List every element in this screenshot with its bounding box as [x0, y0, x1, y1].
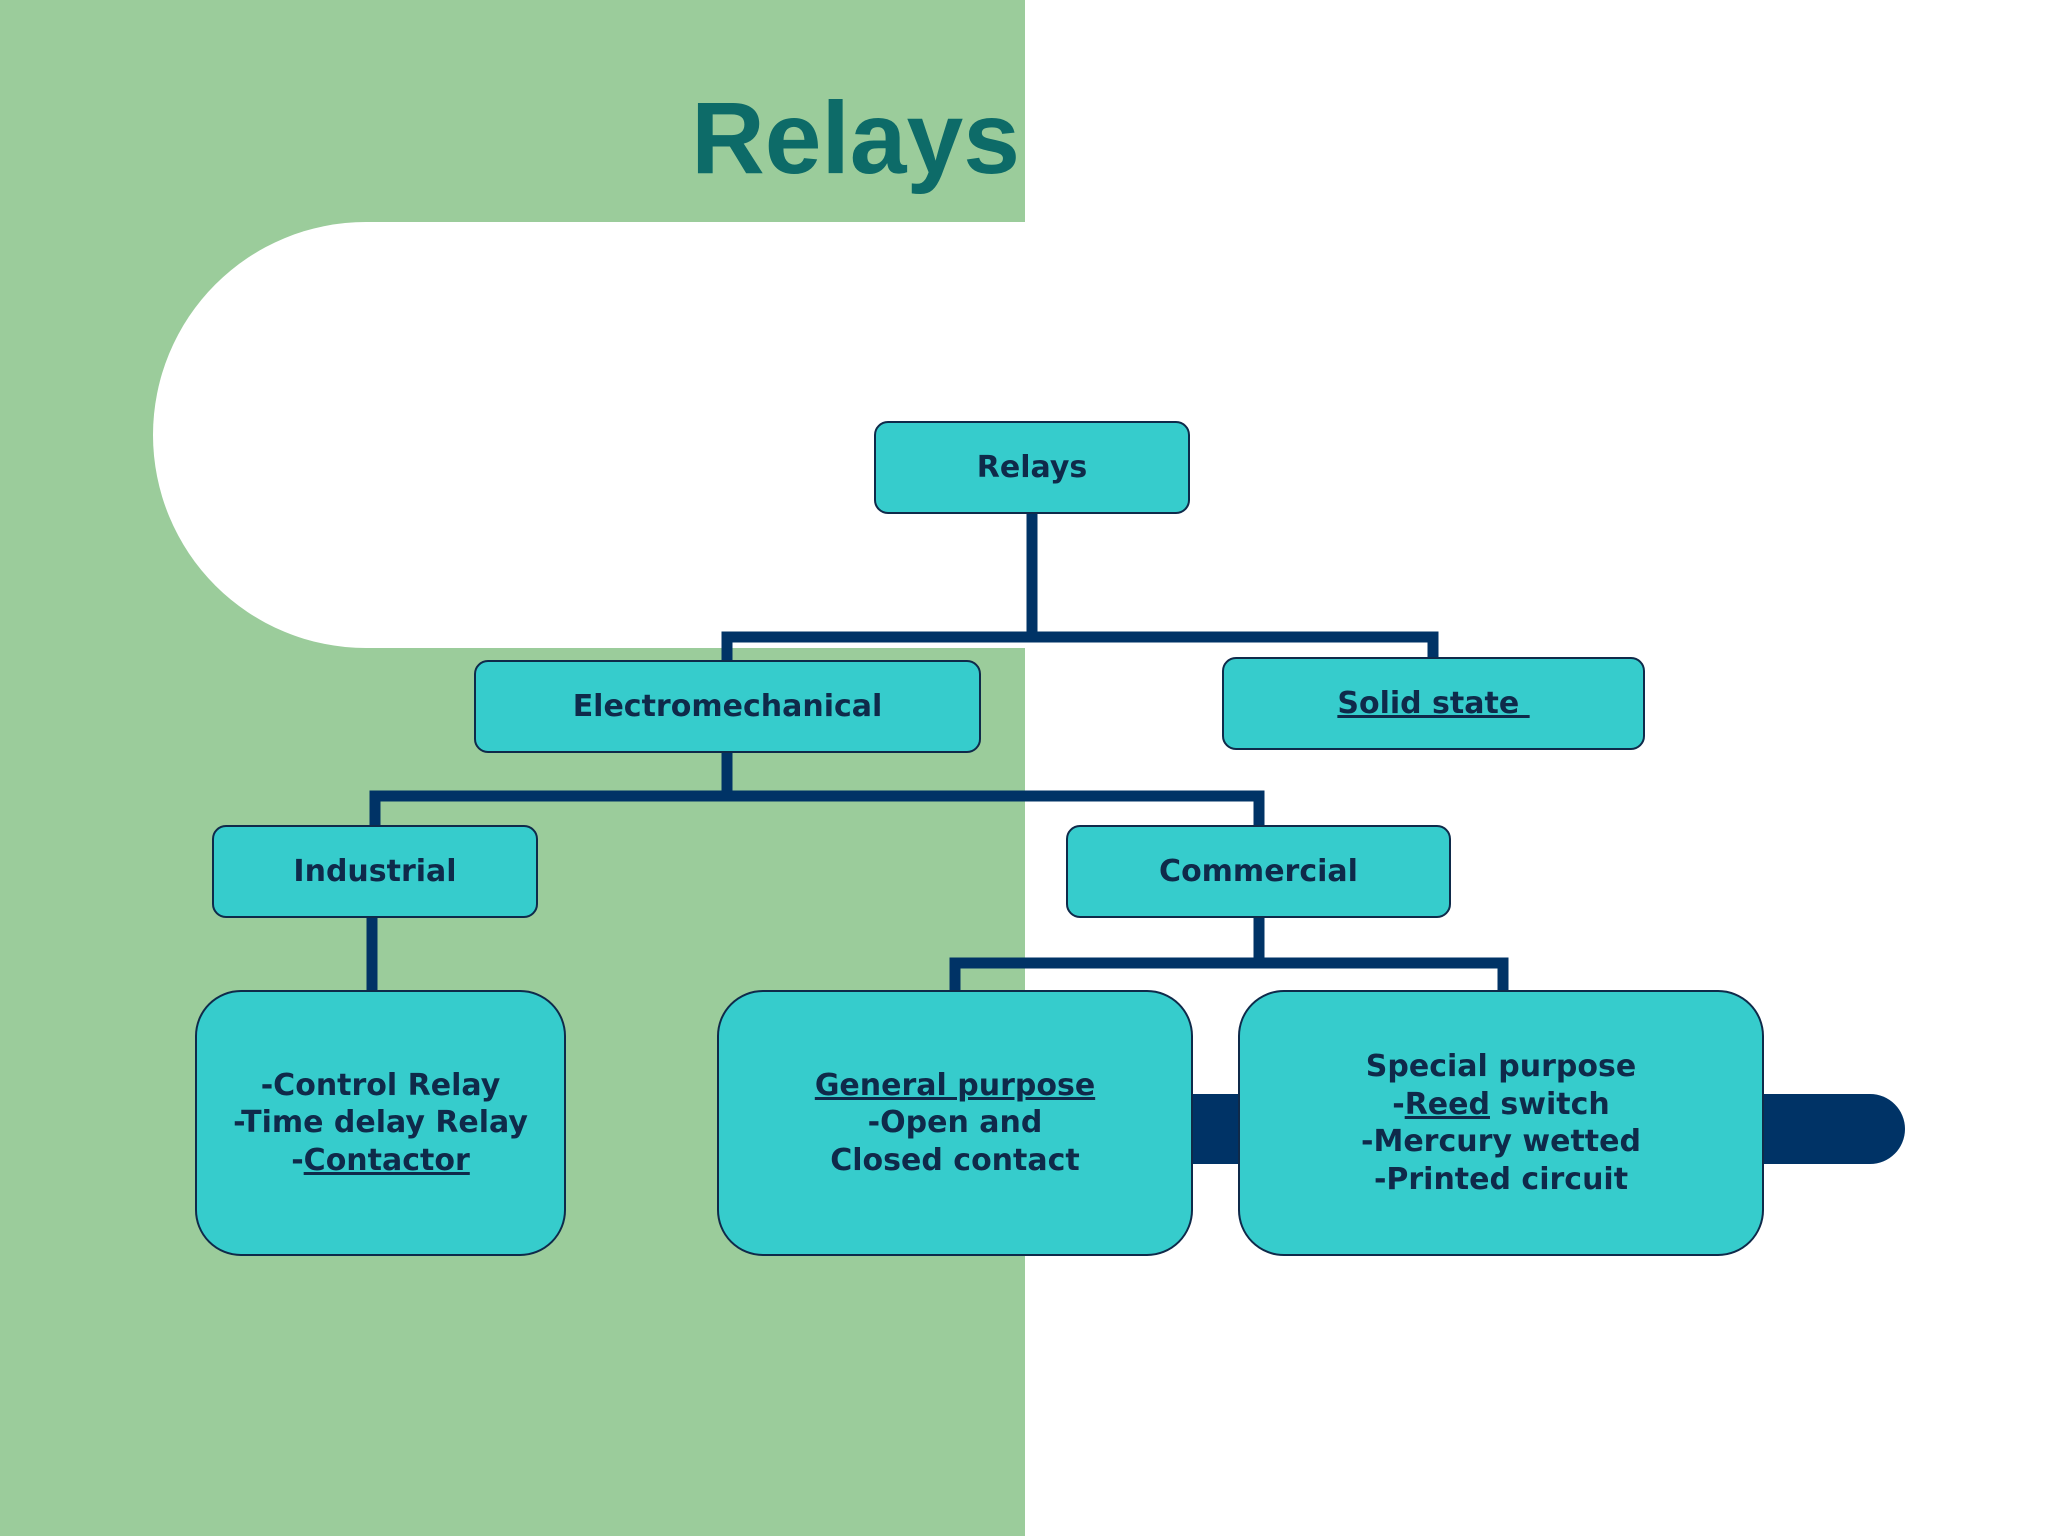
node-special-purpose[interactable]: Special purpose -Reed switch -Mercury we…: [1238, 990, 1764, 1256]
node-commercial-label: Commercial: [1159, 853, 1358, 889]
industrial-line-control-relay: -Control Relay: [260, 1067, 501, 1103]
reed-link[interactable]: Reed: [1404, 1086, 1490, 1122]
node-electromechanical-label: Electromechanical: [572, 688, 883, 724]
node-industrial[interactable]: Industrial: [212, 825, 538, 918]
general-purpose-line-open: -Open and: [867, 1105, 1043, 1141]
general-purpose-link[interactable]: General purpose: [814, 1067, 1096, 1103]
node-solid-state[interactable]: Solid state: [1222, 657, 1645, 750]
slide-title: Relays: [691, 81, 1020, 195]
node-industrial-types[interactable]: -Control Relay -Time delay Relay -Contac…: [195, 990, 566, 1256]
node-relays[interactable]: Relays: [874, 421, 1190, 514]
node-industrial-label: Industrial: [293, 853, 457, 889]
special-purpose-line-mercury: -Mercury wetted: [1361, 1124, 1641, 1159]
connector-commercial-branches: [949, 957, 1509, 990]
node-electromechanical[interactable]: Electromechanical: [474, 660, 981, 753]
special-purpose-line-reed: -Reed switch: [1392, 1086, 1610, 1124]
reed-rest: switch: [1489, 1086, 1610, 1122]
node-solid-state-link[interactable]: Solid state: [1337, 685, 1530, 721]
contactor-link[interactable]: Contactor: [303, 1142, 470, 1178]
general-purpose-line-closed: Closed contact: [830, 1142, 1080, 1178]
node-general-purpose[interactable]: General purpose -Open and Closed contact: [717, 990, 1193, 1256]
special-purpose-heading: Special purpose: [1365, 1049, 1637, 1084]
special-purpose-line-printed: -Printed circuit: [1373, 1161, 1629, 1197]
reed-prefix: -: [1392, 1086, 1405, 1122]
industrial-line-contactor: -Contactor: [291, 1142, 470, 1180]
node-relays-label: Relays: [976, 449, 1088, 485]
node-commercial[interactable]: Commercial: [1066, 825, 1451, 918]
industrial-line-time-delay-relay: -Time delay Relay: [233, 1105, 528, 1141]
contactor-prefix: -: [291, 1142, 304, 1178]
connector-root-branches: [721, 631, 1439, 661]
connector-electro-branches: [369, 790, 1265, 826]
background-white-band: [1025, 222, 2048, 648]
